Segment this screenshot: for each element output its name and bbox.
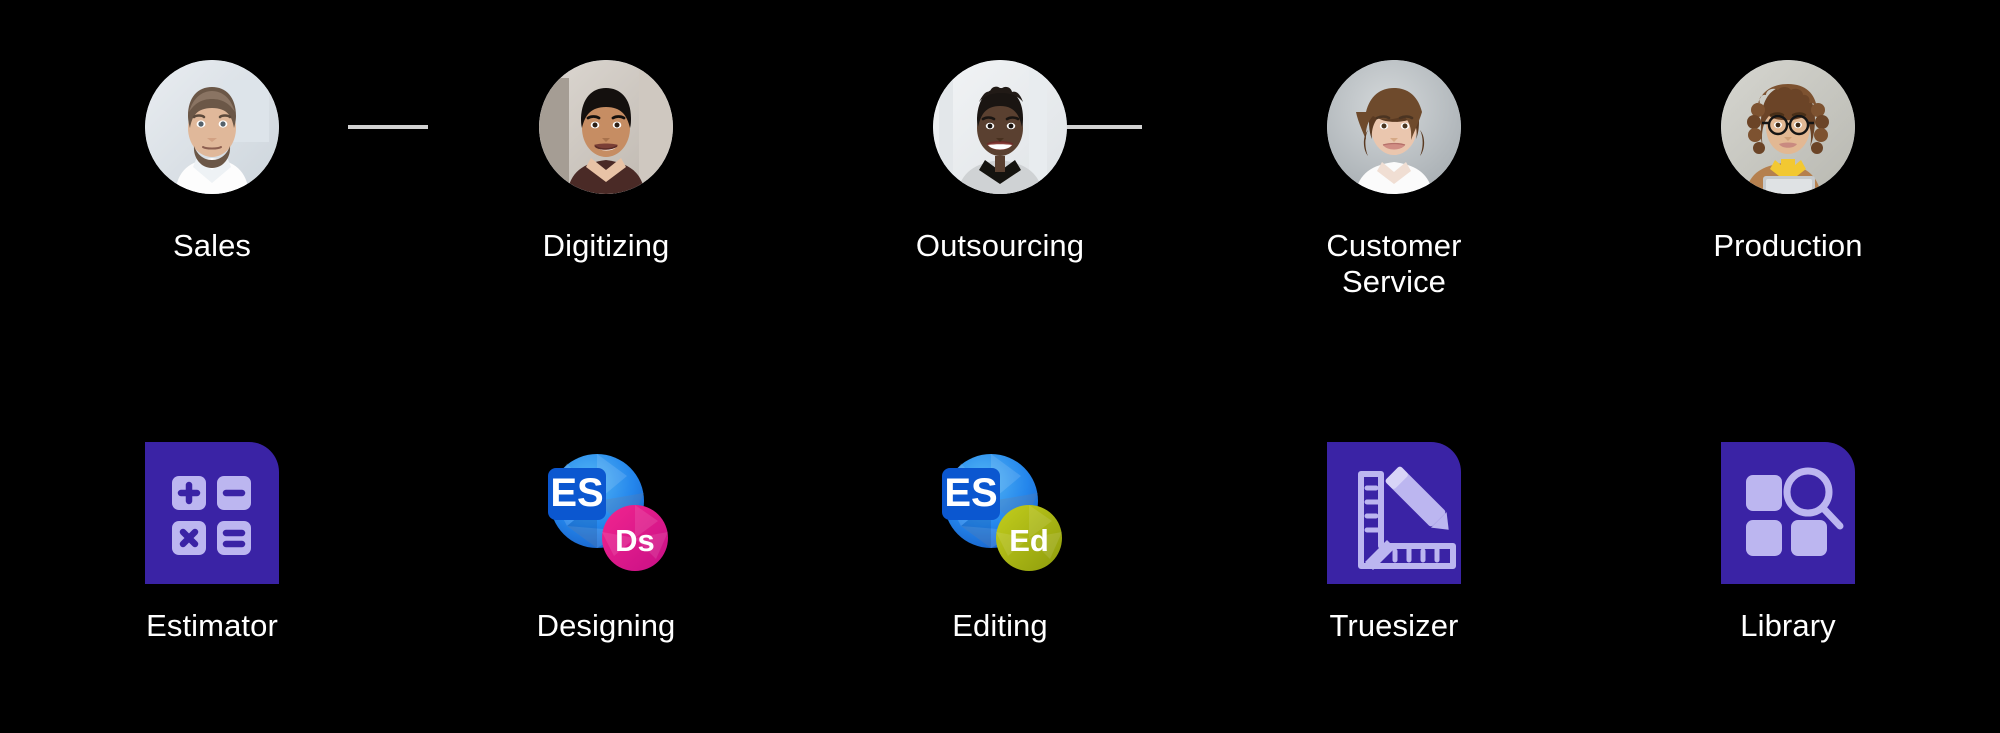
es-sphere-ed-badge-icon: ES Ed — [925, 438, 1075, 588]
tool-label: Designing — [536, 608, 676, 643]
tool-label: Editing — [952, 608, 1048, 643]
svg-text:ES: ES — [944, 471, 997, 515]
connector-line — [348, 125, 428, 129]
department-row: Sales — [0, 60, 2000, 370]
department-label: Outsourcing — [915, 228, 1085, 263]
tool-editing[interactable]: ES Ed Editing — [866, 438, 1134, 644]
avatar — [145, 60, 279, 194]
department-label: Production — [1713, 228, 1863, 263]
svg-text:ES: ES — [550, 471, 603, 515]
department-label: Customer Service — [1326, 228, 1462, 299]
es-sphere-ds-badge-icon: ES Ds — [531, 438, 681, 588]
avatar — [933, 60, 1067, 194]
tool-row: Estimator — [0, 438, 2000, 688]
tool-label: Estimator — [146, 608, 278, 643]
department-digitizing[interactable]: Digitizing — [472, 60, 1142, 264]
calculator-icon — [137, 438, 287, 588]
grid-search-icon — [1713, 438, 1863, 588]
tool-estimator[interactable]: Estimator — [78, 438, 346, 644]
svg-text:Ed: Ed — [1009, 523, 1049, 558]
avatar — [1327, 60, 1461, 194]
tool-label: Library — [1740, 608, 1836, 643]
department-sales[interactable]: Sales — [78, 60, 428, 264]
department-label: Digitizing — [542, 228, 670, 263]
tool-label: Truesizer — [1329, 608, 1459, 643]
tool-truesizer[interactable]: Truesizer — [1260, 438, 1528, 644]
ruler-pencil-icon — [1319, 438, 1469, 588]
connector-line — [1062, 125, 1142, 129]
avatar — [539, 60, 673, 194]
department-outsourcing[interactable]: Outsourcing — [866, 60, 1834, 264]
tool-library[interactable]: Library — [1654, 438, 1922, 644]
department-production[interactable]: Production — [1654, 60, 1922, 264]
avatar — [1721, 60, 1855, 194]
svg-text:Ds: Ds — [615, 523, 655, 558]
tool-designing[interactable]: ES Ds Designing — [472, 438, 740, 644]
department-label: Sales — [172, 228, 252, 263]
department-customer-service[interactable]: Customer Service — [1260, 60, 1528, 300]
